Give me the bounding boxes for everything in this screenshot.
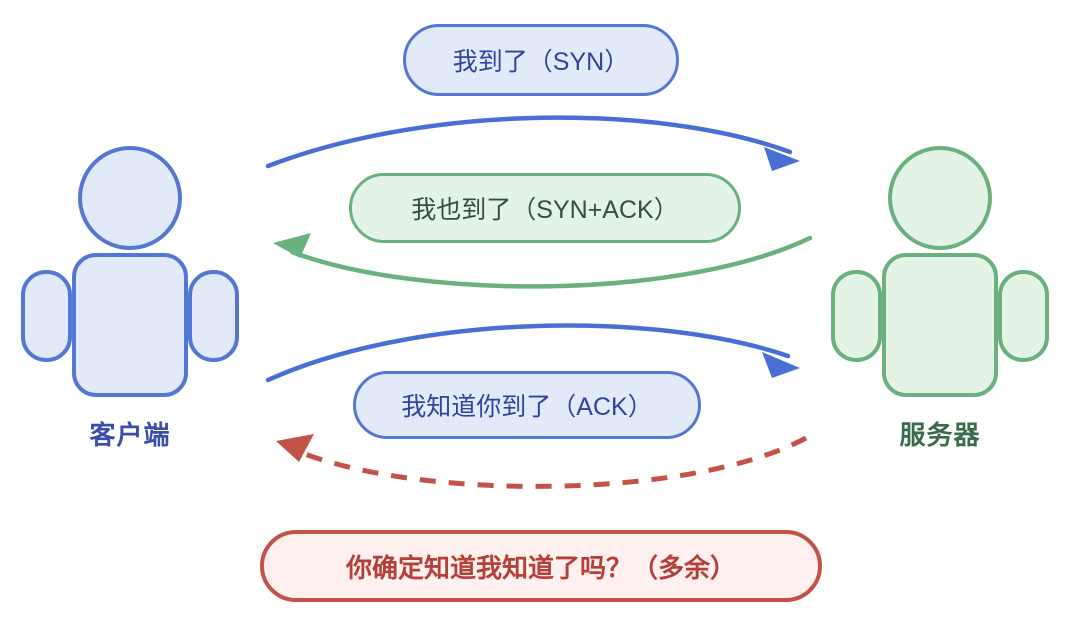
actor-label-server: 服务器	[899, 420, 981, 450]
message-bubble-syn: 我到了（SYN）	[403, 24, 679, 96]
message-bubble-ack: 我知道你到了（ACK）	[353, 371, 701, 439]
actor-server	[820, 140, 1060, 460]
arrow-redundant	[276, 434, 808, 489]
actor-label-client: 客户端	[89, 420, 171, 450]
arrow-syn-ack	[273, 233, 813, 289]
arrow-ack	[265, 323, 800, 383]
message-bubble-redundant: 你确定知道我知道了吗？（多余）	[260, 530, 822, 602]
message-bubble-syn-ack: 我也到了（SYN+ACK）	[349, 173, 741, 243]
arrow-syn	[265, 115, 800, 171]
person-icon	[831, 146, 1049, 397]
person-icon	[21, 146, 239, 397]
actor-client	[10, 140, 250, 460]
